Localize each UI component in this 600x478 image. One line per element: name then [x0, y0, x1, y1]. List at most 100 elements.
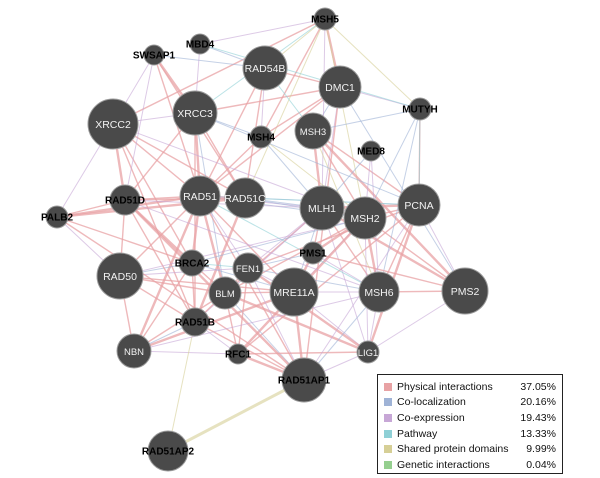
node-label: MSH4	[247, 133, 275, 144]
node-circle[interactable]	[397, 183, 441, 227]
edge-msh5-msh4	[260, 18, 326, 138]
node-label: MUTYH	[402, 105, 438, 116]
node-circle[interactable]	[87, 98, 139, 150]
edge-rad51d-msh6	[124, 199, 380, 293]
node-rad50[interactable]: RAD50	[96, 252, 144, 300]
node-circle[interactable]	[172, 90, 218, 136]
node-pms2[interactable]: PMS2	[441, 267, 489, 315]
node-circle[interactable]	[208, 276, 242, 310]
node-circle[interactable]	[343, 196, 387, 240]
node-label: RAD51AP1	[278, 376, 331, 387]
edge-brca2-msh2	[191, 217, 366, 264]
node-circle[interactable]	[227, 343, 249, 365]
node-circle[interactable]	[180, 307, 210, 337]
node-circle[interactable]	[313, 7, 337, 31]
node-mre11a[interactable]: MRE11A	[269, 267, 319, 317]
node-brca2[interactable]: BRCA2	[175, 249, 210, 277]
edge-brca2-palb2	[56, 216, 193, 264]
edge-rad51ap1-rad51ap2	[167, 378, 305, 453]
edge-nbn-msh6	[133, 291, 380, 352]
legend-item-co-localization: Co-localization 20.16%	[384, 395, 556, 411]
node-circle[interactable]	[147, 430, 189, 472]
node-med8[interactable]: MED8	[357, 140, 385, 162]
legend-percent: 20.16%	[520, 396, 556, 409]
node-circle[interactable]	[301, 241, 325, 265]
node-fen1[interactable]: FEN1	[232, 252, 264, 284]
node-xrcc3[interactable]: XRCC3	[172, 90, 218, 136]
node-circle[interactable]	[224, 177, 266, 219]
edge-palb2-rad51ap1	[56, 216, 305, 381]
legend-label: Physical interactions	[397, 380, 493, 393]
node-rfc1[interactable]: RFC1	[225, 343, 252, 365]
node-label: MSH5	[311, 15, 339, 26]
node-blm[interactable]: BLM	[208, 276, 242, 310]
node-label: NBN	[124, 347, 144, 358]
node-label: MLH1	[308, 203, 336, 215]
node-nbn[interactable]: NBN	[116, 333, 152, 369]
edge-dmc1-rad51ap1	[303, 86, 341, 381]
node-msh3[interactable]: MSH3	[294, 112, 332, 150]
node-mbd4[interactable]: MBD4	[186, 33, 215, 55]
node-mlh1[interactable]: MLH1	[299, 185, 345, 231]
node-palb2[interactable]: PALB2	[41, 205, 73, 229]
edge-blm-lig1	[224, 291, 369, 354]
node-label: RAD50	[103, 271, 137, 283]
node-xrcc2[interactable]: XRCC2	[87, 98, 139, 150]
node-circle[interactable]	[249, 125, 273, 149]
edge-rad51c-rad51b	[193, 197, 247, 323]
network-nodes: MSH5MBD4SWSAP1RAD54BDMC1MUTYHXRCC2XRCC3M…	[41, 7, 489, 472]
node-circle[interactable]	[109, 184, 141, 216]
legend-swatch	[384, 398, 392, 407]
node-circle[interactable]	[299, 185, 345, 231]
node-circle[interactable]	[441, 267, 489, 315]
legend-percent: 0.04%	[526, 458, 556, 471]
node-label: RAD51	[183, 191, 217, 203]
node-circle[interactable]	[45, 205, 69, 229]
node-label: XRCC3	[177, 108, 213, 120]
node-mutyh[interactable]: MUTYH	[402, 97, 438, 121]
node-circle[interactable]	[408, 97, 432, 121]
node-swsap1[interactable]: SWSAP1	[133, 44, 176, 66]
legend-item-shared-protein-domains: Shared protein domains 9.99%	[384, 441, 556, 457]
node-msh4[interactable]: MSH4	[247, 125, 275, 149]
node-msh6[interactable]: MSH6	[358, 271, 400, 313]
node-circle[interactable]	[179, 175, 221, 217]
node-rad51b[interactable]: RAD51B	[175, 307, 215, 337]
edge-msh4-msh2	[260, 136, 366, 219]
legend-item-co-expression: Co-expression 19.43%	[384, 410, 556, 426]
node-circle[interactable]	[318, 65, 362, 109]
node-rad51[interactable]: RAD51	[179, 175, 221, 217]
node-label: MSH6	[364, 287, 393, 299]
node-circle[interactable]	[189, 33, 211, 55]
node-circle[interactable]	[281, 357, 327, 403]
node-circle[interactable]	[242, 45, 288, 91]
node-circle[interactable]	[356, 340, 380, 364]
legend-swatch	[384, 429, 392, 438]
node-lig1[interactable]: LIG1	[356, 340, 380, 364]
node-rad51ap1[interactable]: RAD51AP1	[278, 357, 331, 403]
node-circle[interactable]	[360, 140, 382, 162]
node-rad51c[interactable]: RAD51C	[224, 177, 266, 219]
node-dmc1[interactable]: DMC1	[318, 65, 362, 109]
node-msh2[interactable]: MSH2	[343, 196, 387, 240]
node-label: RAD51AP2	[142, 447, 195, 458]
edge-mbd4-mutyh	[199, 43, 421, 110]
node-rad51ap2[interactable]: RAD51AP2	[142, 430, 195, 472]
node-circle[interactable]	[116, 333, 152, 369]
node-circle[interactable]	[294, 112, 332, 150]
node-msh5[interactable]: MSH5	[311, 7, 339, 31]
node-pcna[interactable]: PCNA	[397, 183, 441, 227]
node-circle[interactable]	[96, 252, 144, 300]
node-circle[interactable]	[269, 267, 319, 317]
legend-percent: 19.43%	[520, 411, 556, 424]
node-rad51d[interactable]: RAD51D	[105, 184, 145, 216]
edge-rad51-rad54b	[199, 67, 266, 197]
node-rad54b[interactable]: RAD54B	[242, 45, 288, 91]
node-pms1[interactable]: PMS1	[299, 241, 327, 265]
legend-label: Shared protein domains	[397, 443, 509, 456]
node-circle[interactable]	[143, 44, 165, 66]
node-circle[interactable]	[232, 252, 264, 284]
node-circle[interactable]	[178, 249, 206, 277]
edge-xrcc2-msh5	[112, 18, 326, 125]
node-circle[interactable]	[358, 271, 400, 313]
